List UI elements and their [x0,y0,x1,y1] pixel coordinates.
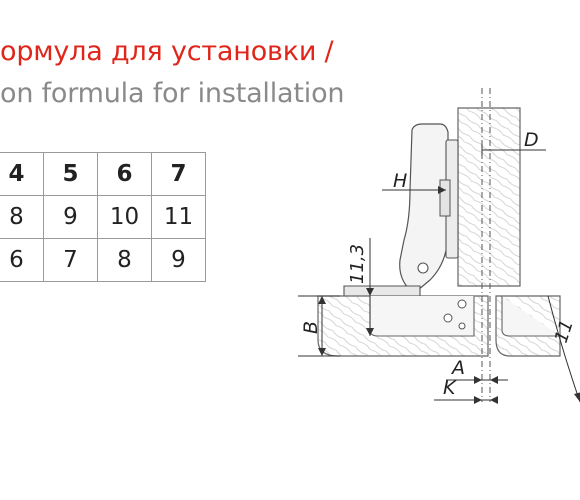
table-row: 6 7 8 9 [0,238,206,282]
label-h: H [393,170,407,192]
table-cell: 9 [151,238,206,282]
screw-hole [457,299,467,309]
dimension-a-arrow [474,376,482,384]
label-a: A [450,357,465,379]
plate-clip [439,179,451,217]
dimension-b-arrow [318,348,326,356]
title-english: on formula for installation [0,78,345,109]
table-cell: 6 [0,238,44,282]
dimension-b-arrow [318,296,326,304]
table-cell: 7 [43,238,98,282]
table-row: 8 9 10 11 [0,195,206,239]
table-cell: 10 [97,195,152,239]
formula-table: 4 5 6 7 8 9 10 11 6 7 8 9 [0,152,206,282]
hinge-pivot [417,262,429,274]
cabinet-side-panel [457,107,521,287]
hinge-arm [399,123,449,291]
dimension-113-arrow [366,328,374,336]
dimension-k-arrow [474,396,482,404]
adjacent-door-recess [501,296,560,337]
dimension-a-arrow [490,376,498,384]
hinge-cup [343,285,421,297]
label-b: B [300,321,322,334]
screw-hole [443,313,453,323]
table-cell: 9 [43,195,98,239]
opening-angle-arc [547,295,580,403]
table-cell: 4 [0,152,44,196]
label-k: K [443,377,457,399]
opening-angle-arrow [574,392,580,402]
label-11-3: 11,3 [347,244,368,284]
dimension-113-arrow [366,288,374,296]
screw-hole [458,322,466,330]
label-d: D [524,129,539,151]
title-russian: ормула для установки / [0,36,334,67]
dimension-k-arrow [490,396,498,404]
dimension-h-arrow [438,186,446,194]
